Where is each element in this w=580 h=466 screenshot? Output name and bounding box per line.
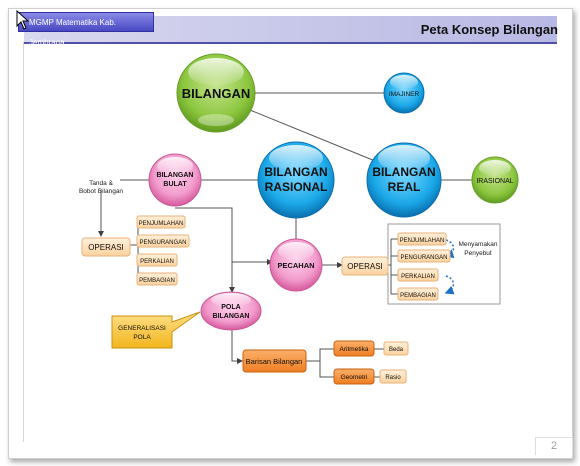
irasional-node: IRASIONAL <box>471 156 519 204</box>
pecahan-node: PECAHAN <box>269 238 323 292</box>
menyamakan-label-2: Penyebut <box>464 250 492 257</box>
ops-left-item: PENJUMLAHAN <box>139 221 184 227</box>
ops-left-list: PENJUMLAHAN PENGURANGAN PERKALIAN PEMBAG… <box>136 215 190 286</box>
imajiner-label: IMAJINER <box>389 91 420 98</box>
bilangan-rasional-node: BILANGAN RASIONAL <box>257 141 335 219</box>
pola-bilangan-node: POLA BILANGAN <box>200 291 262 331</box>
geometri-box: Geometri <box>333 368 375 385</box>
beda-box: Beda <box>383 341 409 356</box>
ops-right-item: PERKALIAN <box>401 274 435 280</box>
bulat-label-1: BILANGAN <box>157 172 194 179</box>
generalisasi-label-2: POLA <box>133 334 151 341</box>
operasi-left-label: OPERASI <box>88 243 124 252</box>
beda-label: Beda <box>389 347 404 353</box>
aritmetika-label: Aritmetika <box>340 346 369 353</box>
rasional-label-1: BILANGAN <box>264 165 327 179</box>
pola-label-2: BILANGAN <box>213 313 250 320</box>
real-label-2: REAL <box>388 180 421 194</box>
pola-label-1: POLA <box>221 304 240 311</box>
pecahan-label: PECAHAN <box>277 261 314 270</box>
ops-right-list: PENJUMLAHAN PENGURANGAN PERKALIAN PEMBAG… <box>397 232 451 301</box>
tanda-label-2: Bobot Bilangan <box>79 188 123 195</box>
irasional-label: IRASIONAL <box>476 178 513 185</box>
header-tag: MGMP Matematika Kab. Jembrana <box>18 12 154 47</box>
rasio-box: Rasio <box>379 369 407 384</box>
ops-left-item: PENGURANGAN <box>139 240 186 246</box>
bilangan-label: BILANGAN <box>182 86 251 101</box>
rasio-label: Rasio <box>385 375 401 381</box>
ops-left-item: PERKALIAN <box>140 259 174 265</box>
ops-right-item: PENGURANGAN <box>400 255 447 261</box>
operasi-left-box: OPERASI <box>81 237 131 257</box>
bilangan-bulat-node: BILANGAN BULAT <box>148 153 202 207</box>
page-title: Peta Konsep Bilangan <box>420 22 558 37</box>
left-margin-line <box>23 42 24 442</box>
menyamakan-label-1: Menyamakan <box>458 241 497 248</box>
common-denominator-arrows <box>444 239 455 295</box>
ops-right-item: PENJUMLAHAN <box>400 238 445 244</box>
bilangan-real-node: BILANGAN REAL <box>366 142 442 218</box>
generalisasi-label-1: GENERALISASI <box>118 325 166 332</box>
imajiner-node: IMAJINER <box>383 72 425 114</box>
bilangan-node: BILANGAN <box>176 53 256 133</box>
barisan-label: Barisan Bilangan <box>246 357 303 366</box>
operasi-right-label: OPERASI <box>347 262 383 271</box>
aritmetika-box: Aritmetika <box>333 340 375 357</box>
ops-left-item: PEMBAGIAN <box>139 278 175 284</box>
generalisasi-callout: GENERALISASI POLA <box>111 311 201 349</box>
page-number: 2 <box>535 437 573 455</box>
ops-right-item: PEMBAGIAN <box>400 293 436 299</box>
rasional-label-2: RASIONAL <box>265 180 328 194</box>
mouse-cursor-icon <box>16 10 30 30</box>
geometri-label: Geometri <box>341 374 368 381</box>
bulat-label-2: BULAT <box>163 181 187 188</box>
tanda-label-1: Tanda & <box>89 180 114 187</box>
operasi-right-box: OPERASI <box>341 256 389 276</box>
barisan-bilangan-box: Barisan Bilangan <box>242 349 307 373</box>
real-label-1: BILANGAN <box>372 165 435 179</box>
